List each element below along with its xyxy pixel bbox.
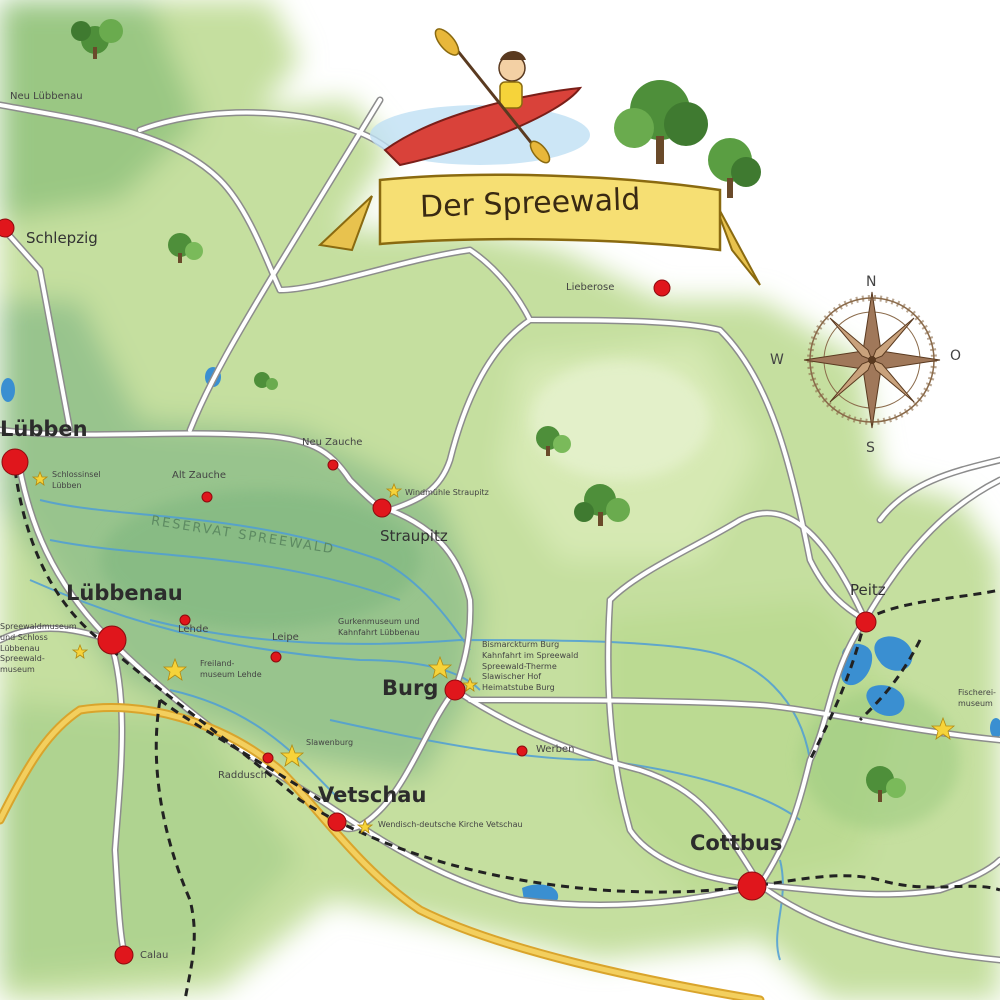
roads xyxy=(0,96,1000,964)
poi-peitz: Fischerei-museum xyxy=(958,688,996,708)
town-label-peitz: Peitz xyxy=(850,581,886,599)
compass-east-label: O xyxy=(950,348,962,364)
town-label-lehde: Lehde xyxy=(178,624,209,635)
compass-west-label: W xyxy=(770,352,784,368)
poi-raddusch: Slawenburg xyxy=(306,738,354,747)
poi-straupitz: Windmühle Straupitz xyxy=(405,488,489,497)
town-label-burg: Burg xyxy=(382,676,439,700)
town-label-raddusch: Raddusch xyxy=(218,770,267,781)
town-label-lieberose: Lieberose xyxy=(566,282,615,293)
title-banner xyxy=(317,173,761,286)
compass-south-label: S xyxy=(866,440,875,456)
town-label-leipe: Leipe xyxy=(272,632,299,643)
town-label-vetschau: Vetschau xyxy=(318,783,427,807)
poi-luebbenau: Spreewaldmuseum und Schloss Lübbenau Spr… xyxy=(0,622,77,675)
town-dots xyxy=(0,218,877,965)
town-label-straupitz: Straupitz xyxy=(380,527,448,545)
compass-north-label: N xyxy=(866,274,877,290)
town-label-luebbenau: Lübbenau xyxy=(66,581,183,605)
motorway xyxy=(0,703,765,1000)
kayak-illustration xyxy=(370,28,590,167)
land-wash xyxy=(100,360,960,830)
poi-burg: Bismarckturm Burg Kahnfahrt im Spreewald… xyxy=(482,640,579,693)
town-label-werben: Werben xyxy=(536,744,575,755)
tree-icon xyxy=(71,19,906,802)
railways xyxy=(13,469,1000,1000)
town-label-neu-luebbenau: Neu Lübbenau xyxy=(10,91,83,102)
poi-vetschau: Wendisch-deutsche Kirche Vetschau xyxy=(378,820,523,829)
town-label-schlepzig: Schlepzig xyxy=(26,229,98,247)
town-label-luebben: Lübben xyxy=(0,417,88,441)
town-label-cottbus: Cottbus xyxy=(690,831,783,855)
star-icon xyxy=(31,470,956,834)
town-label-alt-zauche: Alt Zauche xyxy=(172,470,227,481)
poi-lehde: Freiland-museum Lehde xyxy=(200,659,262,679)
town-label-calau: Calau xyxy=(140,950,169,961)
compass-rose xyxy=(803,291,941,429)
town-label-neu-zauche: Neu Zauche xyxy=(302,437,363,448)
